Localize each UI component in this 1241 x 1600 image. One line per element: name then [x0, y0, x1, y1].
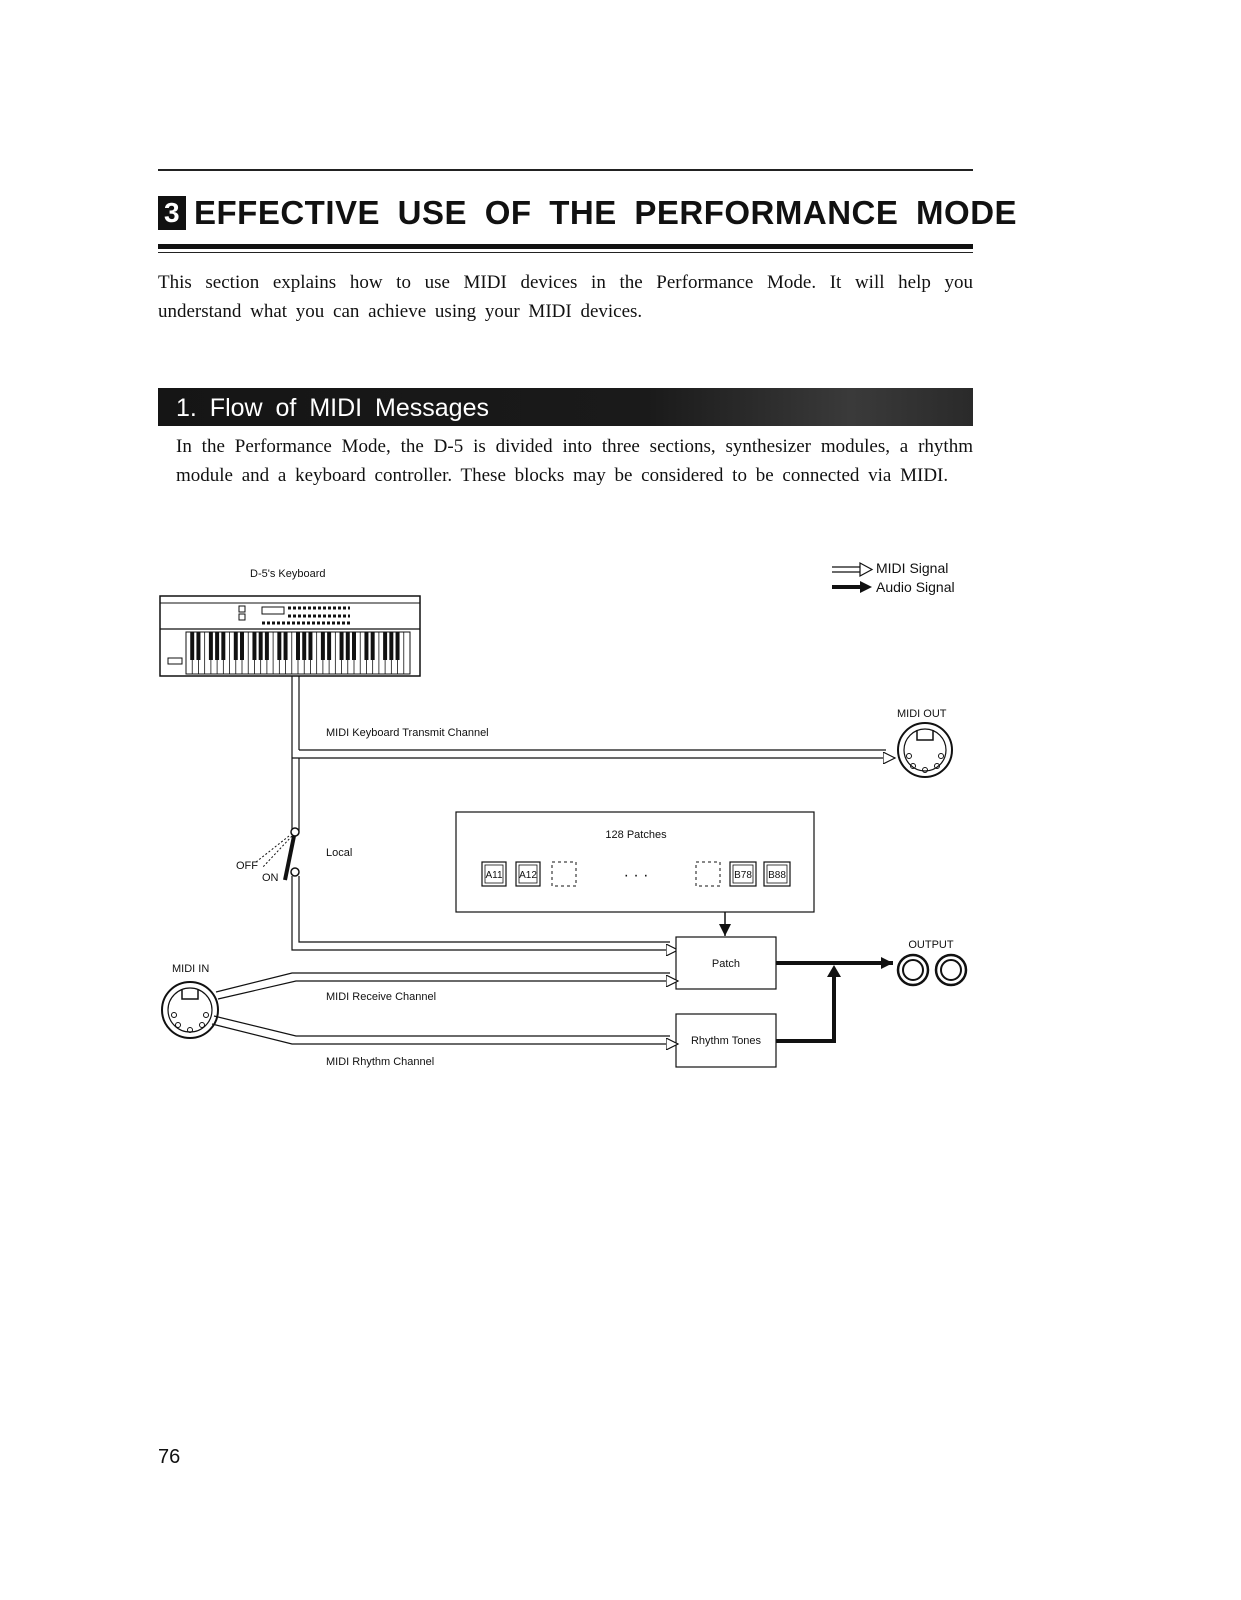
page-number: 76: [158, 1446, 181, 1468]
black-key: [395, 632, 400, 660]
legend-midi-label: MIDI Signal: [876, 560, 948, 576]
svg-text:B78: B78: [734, 870, 752, 881]
black-key: [264, 632, 269, 660]
black-key: [308, 632, 313, 660]
midi-out-connector-icon: [897, 722, 953, 778]
black-key: [208, 632, 213, 660]
black-key: [339, 632, 344, 660]
rhythm-tones-box: [675, 1013, 777, 1068]
black-key: [190, 632, 195, 660]
on-label: ON: [262, 872, 279, 884]
chapter-title: EFFECTIVE USE OF THE PERFORMANCE MODE: [194, 194, 1018, 231]
patch-a11: A11: [481, 861, 507, 887]
patch-box: [675, 936, 777, 990]
local-switch-icon: [255, 827, 300, 881]
patch-a12: A12: [515, 861, 541, 887]
black-key: [320, 632, 325, 660]
output-jack-icon: [934, 953, 968, 987]
black-key: [221, 632, 226, 660]
black-key: [383, 632, 388, 660]
transmit-channel-label: MIDI Keyboard Transmit Channel: [326, 727, 489, 739]
patch-placeholder: [551, 861, 577, 887]
audio-signal-arrow-icon: [860, 581, 872, 593]
output-label: OUTPUT: [908, 939, 954, 951]
legend: MIDI Signal Audio Signal: [832, 560, 955, 595]
receive-channel-label: MIDI Receive Channel: [326, 991, 436, 1003]
black-key: [327, 632, 332, 660]
midi-out-label: MIDI OUT: [897, 708, 947, 720]
black-key: [252, 632, 257, 660]
black-key: [296, 632, 300, 660]
midi-signal-arrow-icon: [859, 561, 874, 578]
svg-text:A11: A11: [485, 870, 502, 881]
midi-in-label: MIDI IN: [172, 963, 209, 975]
svg-text:A12: A12: [519, 870, 537, 881]
keyboard-label: D-5's Keyboard: [250, 568, 325, 580]
black-key: [258, 632, 263, 660]
midi-in-connector-icon: [161, 981, 219, 1039]
chapter-number-badge: 3: [158, 196, 186, 230]
black-key: [196, 632, 201, 660]
rhythm-channel-label: MIDI Rhythm Channel: [326, 1056, 434, 1068]
heading-thick-rule: [158, 244, 973, 249]
svg-text:B88: B88: [768, 870, 786, 881]
section-paragraph: In the Performance Mode, the D-5 is divi…: [176, 436, 973, 486]
black-key: [389, 632, 394, 660]
patch-box-label: Patch: [712, 958, 740, 970]
patch-b88: B88: [763, 861, 791, 887]
section-heading-bar: [158, 388, 973, 426]
black-key: [370, 632, 375, 660]
off-label: OFF: [236, 860, 258, 872]
output-jack-icon: [896, 953, 930, 987]
heading-thin-rule: [158, 252, 973, 253]
keyboard-illustration: [159, 595, 421, 677]
patch-b78: B78: [729, 861, 757, 887]
patches-box: [455, 811, 815, 913]
black-key: [302, 632, 307, 660]
chapter-heading: 3 EFFECTIVE USE OF THE PERFORMANCE MODE: [158, 188, 1017, 238]
intro-paragraph: This section explains how to use MIDI de…: [158, 272, 973, 322]
black-key: [215, 632, 220, 660]
legend-audio-label: Audio Signal: [876, 579, 955, 595]
black-key: [240, 632, 244, 660]
local-label: Local: [326, 847, 352, 859]
black-key: [364, 632, 369, 660]
black-key: [233, 632, 238, 660]
patches-title: 128 Patches: [605, 829, 667, 841]
top-rule: [158, 169, 973, 171]
black-key: [352, 632, 356, 660]
patch-placeholder: [695, 861, 721, 887]
black-key: [277, 632, 282, 660]
patches-ellipsis: · · ·: [624, 867, 649, 884]
section-title: 1. Flow of MIDI Messages: [176, 394, 489, 422]
black-key: [283, 632, 288, 660]
rhythm-tones-label: Rhythm Tones: [691, 1035, 762, 1047]
black-key: [345, 632, 350, 660]
